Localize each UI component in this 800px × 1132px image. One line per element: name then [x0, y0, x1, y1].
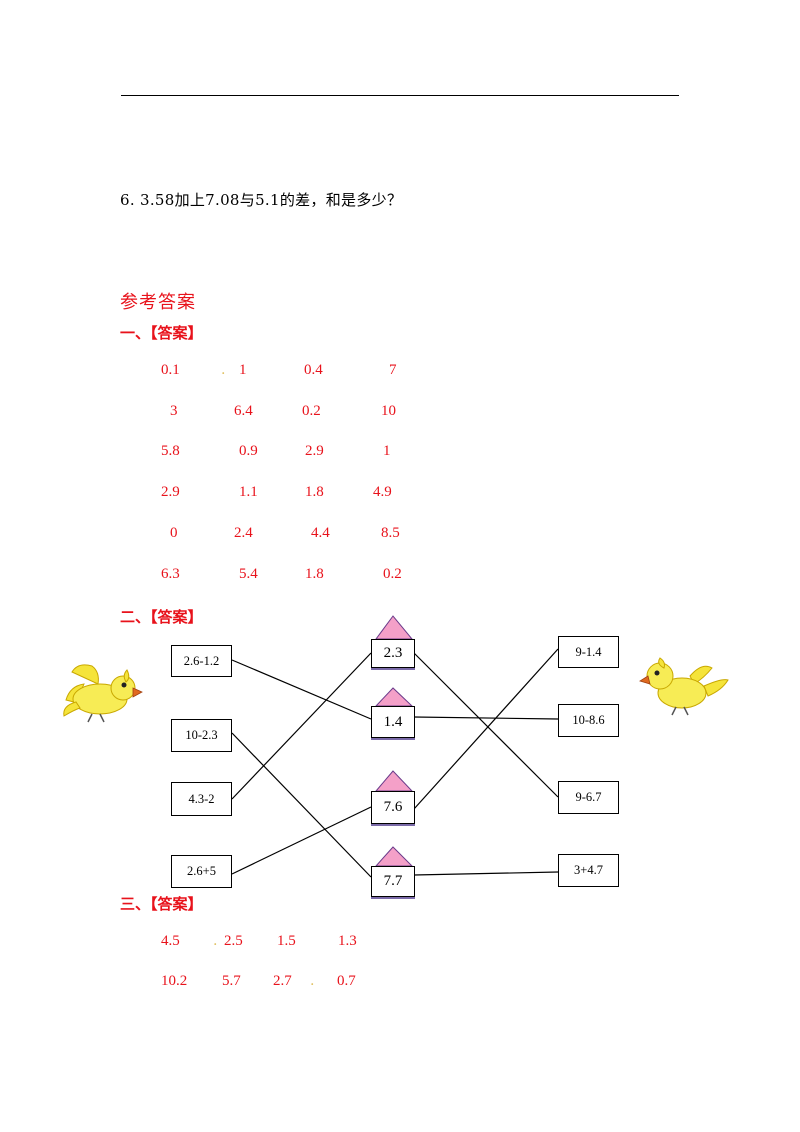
s1-cell: 0.9 [239, 443, 258, 459]
left-expression-box: 4.3-2 [171, 782, 232, 816]
s1-cell: 0 [170, 525, 178, 541]
s3-cell: 1.3 [338, 933, 357, 949]
connection-lines [231, 648, 559, 878]
s3-cell: 1.5 [277, 933, 296, 949]
s1-cell: 5.8 [161, 443, 180, 459]
pink-triangle-marker [374, 687, 414, 707]
right-expression-box: 9-1.4 [558, 636, 619, 668]
middle-result-box: 2.3 [371, 639, 415, 668]
s3-cell: 2.7 [273, 973, 292, 989]
right-expression-box: 10-8.6 [558, 704, 619, 737]
s1-cell: 2.9 [305, 443, 324, 459]
s1-cell: 4.4 [311, 525, 330, 541]
decor-dot: . [310, 973, 315, 989]
s3-cell: 2.5 [224, 933, 243, 949]
question-6: 6. 3.58加上7.08与5.1的差，和是多少？ [120, 191, 403, 209]
left-expression-box: 10-2.3 [171, 719, 232, 752]
pink-triangle-marker [374, 846, 414, 867]
yellow-bird-right-icon [639, 657, 729, 716]
s1-cell: 6.3 [161, 566, 180, 582]
s1-cell: 10 [381, 403, 396, 419]
left-expression-box: 2.6+5 [171, 855, 232, 888]
middle-result-box: 7.6 [371, 791, 415, 824]
s1-cell: 0.2 [383, 566, 402, 582]
s1-cell: 8.5 [381, 525, 400, 541]
s1-cell: 1 [239, 362, 247, 378]
middle-result-box: 1.4 [371, 706, 415, 738]
left-expression-box: 2.6-1.2 [171, 645, 232, 677]
section-3-label: 三、【答案】 [120, 895, 203, 913]
header-rule [121, 95, 679, 96]
s3-cell: 4.5 [161, 933, 180, 949]
decor-dot: . [221, 362, 226, 378]
s1-cell: 6.4 [234, 403, 253, 419]
s1-cell: 0.1 [161, 362, 180, 378]
s3-cell: 5.7 [222, 973, 241, 989]
s3-cell: 10.2 [161, 973, 188, 989]
s1-cell: 5.4 [239, 566, 258, 582]
s1-cell: 4.9 [373, 484, 392, 500]
answers-title: 参考答案 [120, 292, 196, 313]
s1-cell: 2.9 [161, 484, 180, 500]
s1-cell: 0.2 [302, 403, 321, 419]
pink-triangle-marker [374, 770, 414, 792]
s1-cell: 0.4 [304, 362, 323, 378]
right-expression-box: 3+4.7 [558, 854, 619, 887]
s1-cell: 2.4 [234, 525, 253, 541]
middle-result-box: 7.7 [371, 866, 415, 897]
pink-triangle-marker [375, 615, 414, 640]
s1-cell: 3 [170, 403, 178, 419]
s1-cell: 1.1 [239, 484, 258, 500]
section-2-label: 二、【答案】 [120, 608, 203, 626]
yellow-bird-left-icon [63, 664, 143, 723]
s1-cell: 1 [383, 443, 391, 459]
right-expression-box: 9-6.7 [558, 781, 619, 814]
decor-dot: . [213, 933, 218, 949]
section-1-label: 一、【答案】 [120, 324, 203, 342]
s1-cell: 1.8 [305, 484, 324, 500]
s3-cell: 0.7 [337, 973, 356, 989]
s1-cell: 1.8 [305, 566, 324, 582]
s1-cell: 7 [389, 362, 397, 378]
